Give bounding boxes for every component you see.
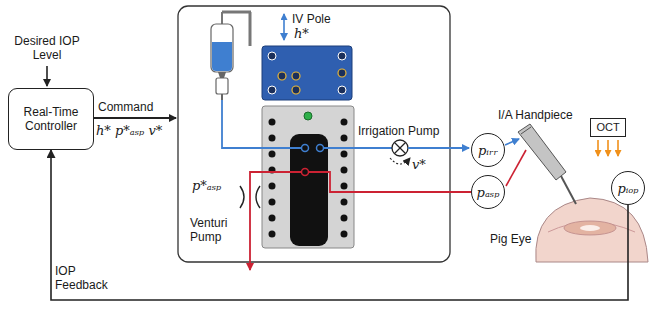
height-arrow	[283, 14, 285, 40]
command-label: Command	[98, 100, 153, 114]
part-label: IV Pole	[292, 12, 331, 26]
pressure-sensor: pᵢₒₚ	[611, 171, 645, 205]
irrigation-line	[222, 100, 302, 148]
connector-label: IOP Feedback	[55, 264, 113, 292]
setpoint-arrow	[46, 66, 48, 86]
part-label: Irrigation Pump	[358, 124, 439, 138]
part-label: Venturi Pump	[190, 216, 238, 244]
aspiration-line	[250, 172, 301, 270]
machine-housing	[178, 6, 450, 262]
irrigation-pump-symbol	[390, 140, 410, 164]
node-text: pᵢᵣᵣ	[478, 143, 498, 158]
signal-label: h*	[294, 27, 309, 41]
venturi-pump-symbol	[240, 186, 260, 208]
feedback-connector	[51, 150, 628, 300]
port	[302, 169, 309, 176]
aspiration-line	[309, 172, 471, 192]
cassette-module	[262, 106, 354, 248]
control-panel	[262, 46, 352, 100]
irrigation-line	[324, 147, 392, 149]
oct-beams	[598, 140, 618, 156]
node-text: pₐₛₚ	[477, 185, 500, 200]
setpoint-label: Desired IOP Level	[6, 34, 88, 62]
node-text: pᵢₒₚ	[617, 181, 638, 196]
part-label: I/A Handpiece	[498, 108, 573, 122]
controller-box: Real-Time Controller	[8, 88, 94, 150]
ia-handpiece	[518, 124, 576, 204]
signal-label: p*ₐₛₚ	[192, 179, 221, 193]
irrigation-line	[408, 147, 469, 149]
aspiration-line	[506, 150, 526, 186]
node-text: Real-Time Controller	[9, 105, 93, 133]
pressure-sensor: pᵢᵣᵣ	[471, 133, 505, 167]
port	[302, 145, 309, 152]
command-arrow	[87, 117, 176, 119]
part-label: Pig Eye	[490, 232, 531, 246]
port	[317, 145, 324, 152]
pig-eye	[536, 198, 648, 262]
irrigation-line	[505, 139, 519, 145]
pressure-sensor: pₐₛₚ	[471, 175, 505, 209]
oct-box: OCT	[590, 118, 626, 137]
node-text: OCT	[596, 121, 619, 134]
signal-label: v*	[412, 158, 426, 172]
iv-pole	[211, 12, 251, 100]
command-signals: h* p*ₐₛₚ v*	[96, 124, 162, 138]
